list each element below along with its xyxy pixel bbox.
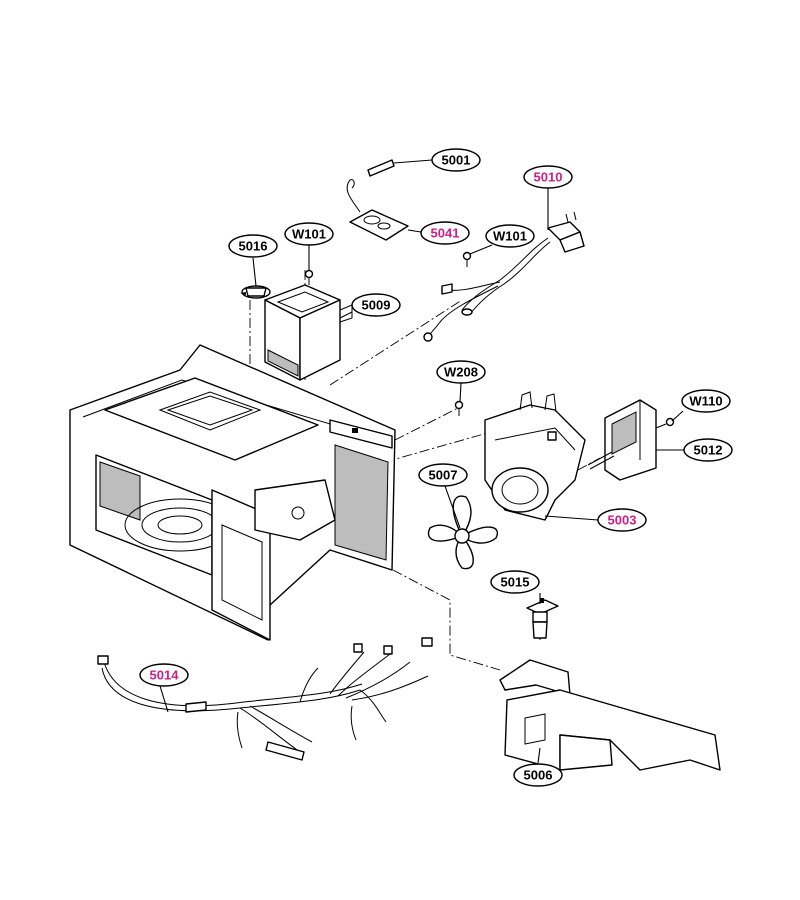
screw-w110 [655, 417, 675, 429]
callout-label-5001: 5001 [442, 153, 471, 168]
callout-label-5014: 5014 [150, 668, 180, 683]
callout-label-5015: 5015 [501, 575, 530, 590]
screw-w101-left [304, 269, 314, 285]
callout-5012: 5012 [683, 438, 733, 462]
callout-label-5016: 5016 [239, 239, 268, 254]
callout-5010: 5010 [523, 165, 573, 189]
lamp-cover-plate [499, 659, 721, 771]
callout-label-5010: 5010 [534, 170, 563, 185]
callout-5001: 5001 [431, 148, 481, 172]
callout-label-w110: W110 [689, 394, 722, 409]
wire-harness [97, 637, 433, 761]
callout-label-w208: W208 [444, 365, 478, 380]
callout-5015: 5015 [490, 570, 540, 594]
callout-label-5003: 5003 [608, 513, 637, 528]
oven-lamp [526, 598, 559, 639]
fan-blade [427, 495, 499, 570]
high-voltage-transformer [264, 284, 353, 381]
callout-5003: 5003 [597, 508, 647, 532]
fan-duct [484, 391, 586, 521]
callout-w110: W110 [681, 389, 731, 413]
callout-label-5006: 5006 [524, 768, 553, 783]
fuse [367, 159, 395, 177]
oven-chassis [69, 344, 396, 641]
callout-5016: 5016 [228, 234, 278, 258]
callout-5007: 5007 [418, 463, 468, 487]
callout-label-w101-left: W101 [292, 227, 326, 242]
thermostat [240, 285, 271, 299]
power-cord [423, 211, 585, 342]
screw-w101-right [462, 251, 472, 267]
noise-filter-board [346, 179, 409, 241]
callout-5014: 5014 [139, 663, 189, 687]
callout-5041: 5041 [420, 221, 470, 245]
fan-motor [587, 399, 657, 481]
screw-w208 [454, 400, 464, 416]
callout-label-5012: 5012 [694, 443, 723, 458]
leader-lines [159, 159, 684, 764]
callout-w101-right: W101 [485, 224, 535, 248]
callout-label-5041: 5041 [431, 226, 460, 241]
callout-w208: W208 [436, 360, 486, 384]
callout-label-5007: 5007 [429, 468, 458, 483]
callout-5009: 5009 [351, 293, 401, 317]
callout-w101-left: W101 [284, 222, 334, 246]
callout-label-5009: 5009 [362, 298, 391, 313]
callout-5006: 5006 [513, 763, 563, 787]
callout-label-w101-right: W101 [493, 229, 527, 244]
